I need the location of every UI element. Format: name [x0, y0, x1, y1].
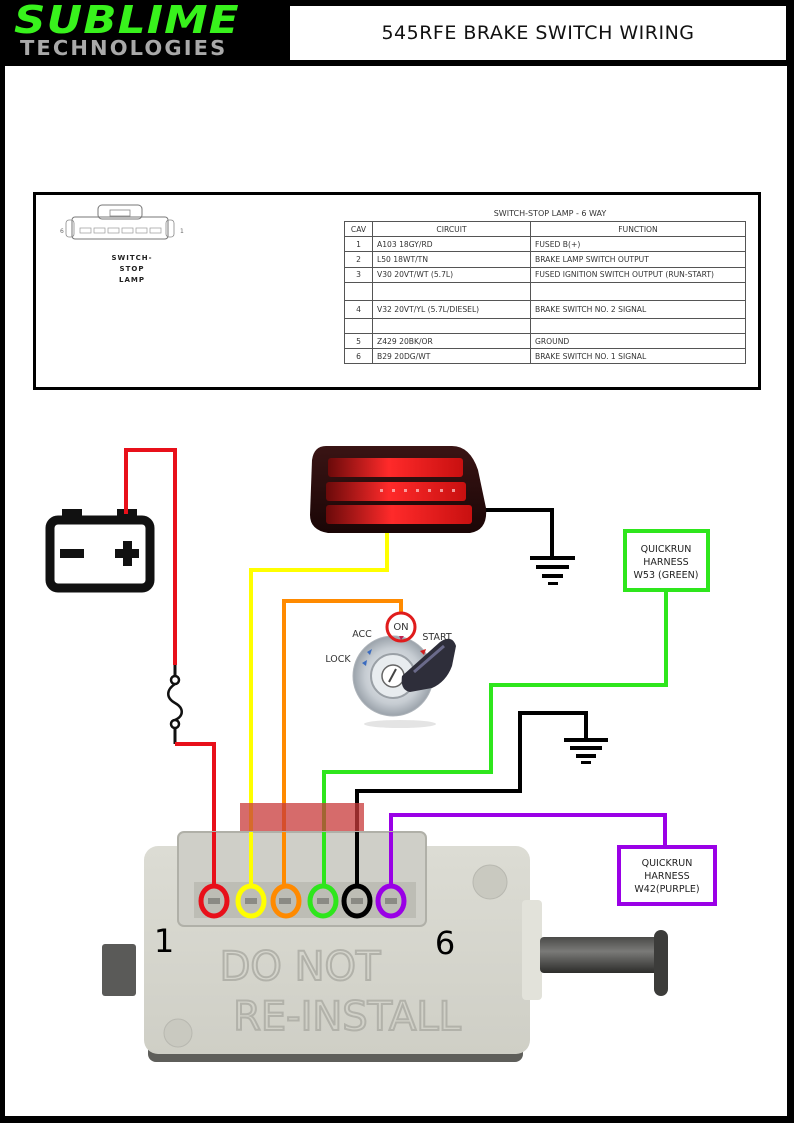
brand-subtitle: TECHNOLOGIES — [20, 36, 228, 60]
harness-box-green: QUICKRUN HARNESS W53 (GREEN) — [623, 529, 710, 592]
page-title: 545RFE BRAKE SWITCH WIRING — [381, 22, 695, 44]
harness-green-line3: W53 (GREEN) — [634, 570, 699, 581]
ground-icon — [530, 556, 575, 585]
wire-red — [124, 448, 177, 665]
connector-pin-right: 1 — [180, 228, 184, 235]
switch-text-line2: RE-INSTALL — [233, 994, 462, 1040]
harness-purple-line2: HARNESS — [644, 871, 689, 882]
harness-green-line2: HARNESS — [643, 557, 688, 568]
harness-box-purple: QUICKRUN HARNESS W42(PURPLE) — [617, 845, 717, 906]
ground-icon — [564, 738, 608, 764]
ignition-start-label: START — [422, 632, 452, 643]
pin-last-label: 6 — [435, 924, 455, 962]
connector-drawing-icon: 6 1 — [60, 204, 184, 240]
wire-yellow — [249, 533, 389, 890]
ignition-acc-label: ACC — [352, 629, 372, 640]
harness-purple-line3: W42(PURPLE) — [634, 884, 699, 895]
brand-logo: SUBLIME TECHNOLOGIES — [0, 0, 288, 66]
pinout-reference-panel: 6 1 SWITCH- STOP LAMP SWITCH-STOP LAMP -… — [33, 192, 761, 390]
battery-icon — [45, 509, 155, 593]
page-title-box: 545RFE BRAKE SWITCH WIRING — [290, 6, 786, 60]
harness-green-line1: QUICKRUN — [641, 544, 692, 555]
brake-switch-icon: DO NOT RE-INSTALL — [102, 803, 668, 1062]
pinout-table-title: SWITCH-STOP LAMP - 6 WAY — [493, 209, 607, 218]
table-row — [344, 281, 746, 301]
wire-green — [322, 590, 668, 890]
wire-orange — [282, 599, 403, 890]
pin-first-label: 1 — [154, 922, 174, 960]
brand-name: SUBLIME — [14, 0, 240, 42]
switch-text-line1: DO NOT — [220, 944, 381, 990]
connector-label: SWITCH- STOP LAMP — [111, 254, 153, 284]
brake-lamp-icon — [310, 446, 487, 533]
ignition-switch-icon: ON ACC START LOCK — [325, 611, 456, 728]
table-header-row: CAV CIRCUIT FUNCTION — [344, 220, 746, 238]
wire-lamp-ground — [486, 508, 554, 556]
connector-pin-left: 6 — [60, 228, 64, 235]
ignition-on-label: ON — [393, 622, 408, 633]
fuse-icon — [167, 665, 183, 744]
harness-purple-line1: QUICKRUN — [642, 858, 693, 869]
ignition-lock-label: LOCK — [325, 654, 351, 665]
